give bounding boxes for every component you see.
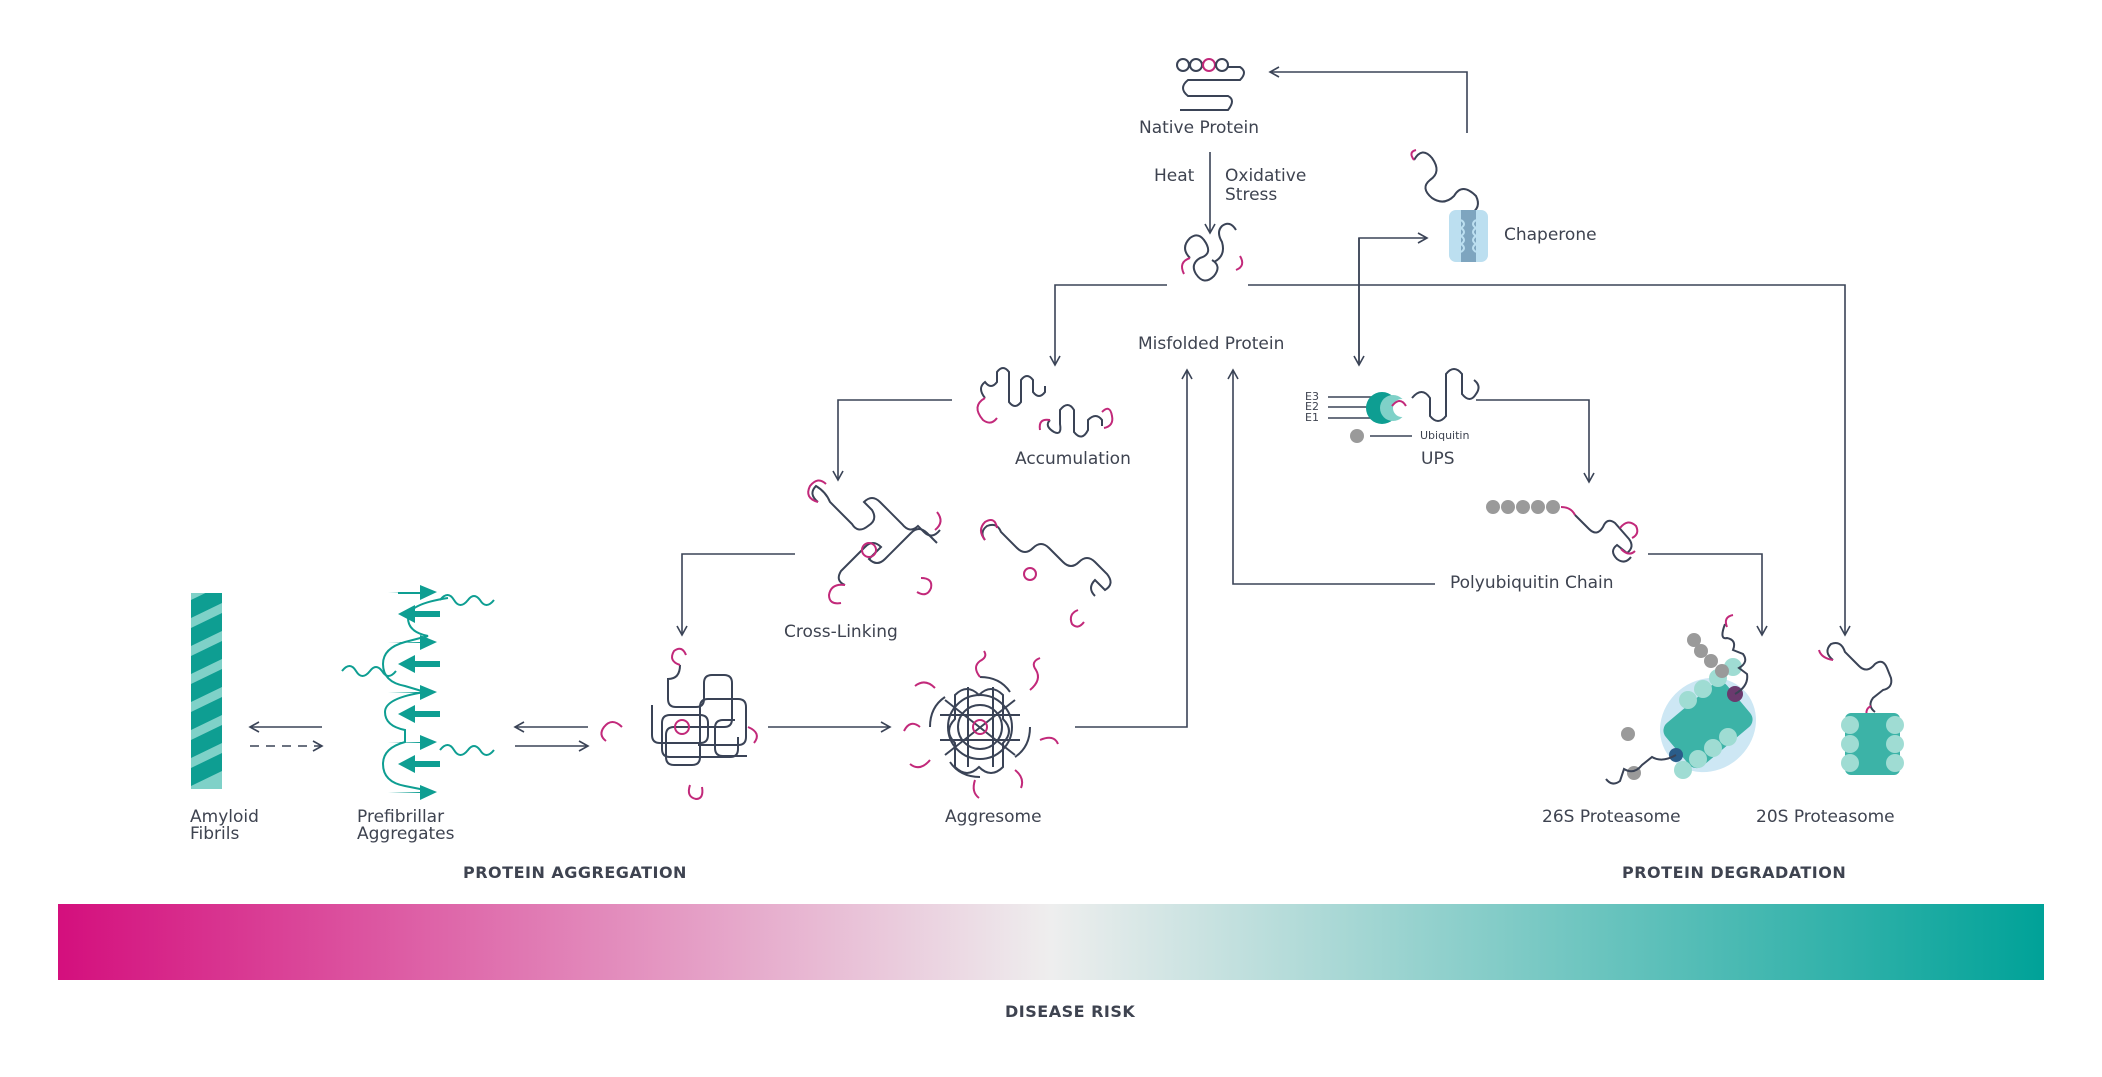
small-aggregate-icon — [600, 647, 758, 801]
ubiquitin-label: Ubiquitin — [1420, 429, 1470, 442]
prefibrillar-aggregates-icon — [341, 585, 495, 800]
prefibrillar-aggregates-label-line2: Aggregates — [357, 824, 455, 844]
native-protein-label: Native Protein — [1139, 118, 1260, 138]
e1-label: E1 — [1305, 411, 1319, 424]
polyubiquitin-chain-icon — [1486, 500, 1639, 563]
proteasome-26s-label: 26S Proteasome — [1542, 807, 1681, 827]
ups-icon — [1350, 368, 1480, 443]
e2-label: E2 — [1305, 400, 1319, 413]
aggresome-label: Aggresome — [945, 807, 1042, 827]
accumulation-icon — [976, 367, 1114, 438]
proteasome-20s-label: 20S Proteasome — [1756, 807, 1895, 827]
disease-risk-label: DISEASE RISK — [1005, 1002, 1136, 1021]
arrow-misfolded-to-accumulation — [1049, 284, 1167, 367]
polyubiquitin-chain-label: Polyubiquitin Chain — [1450, 573, 1614, 593]
protein-aggregation-heading: PROTEIN AGGREGATION — [463, 863, 687, 882]
arrow-polyubiquitin-to-26s — [1648, 553, 1768, 637]
disease-risk-gradient-bar — [58, 904, 2044, 980]
amyloid-fibrils-label-line1: Amyloid — [190, 807, 259, 827]
arrow-ups-to-polyubiquitin — [1476, 399, 1595, 484]
amyloid-fibrils-label-line2: Fibrils — [190, 824, 240, 844]
arrow-crosslinking-to-aggregate — [676, 553, 795, 637]
oxidative-stress-label-line2: Stress — [1225, 185, 1278, 205]
aggresome-tails — [903, 650, 1059, 799]
misfolded-protein-icon — [1181, 222, 1244, 282]
arrow-chaperone-to-native — [1268, 66, 1468, 133]
prefibrillar-aggregates-label-line1: Prefibrillar — [357, 807, 445, 827]
heat-label: Heat — [1154, 166, 1195, 186]
arrow-polyubiquitin-to-misfolded — [1227, 368, 1435, 585]
chaperone-label: Chaperone — [1504, 225, 1597, 245]
ups-label: UPS — [1421, 449, 1455, 469]
misfolded-chain-icon — [980, 519, 1112, 628]
oxidative-stress-label-line1: Oxidative — [1225, 166, 1307, 186]
cross-linking-icon — [807, 479, 942, 605]
arrow-accumulation-to-crosslinking — [832, 399, 952, 482]
arrow-chaperone-ups — [1358, 232, 1429, 362]
aggresome-icon — [929, 676, 1031, 778]
amyloid-fibrils-icon — [186, 580, 228, 802]
arrow-misfolded-to-20s — [1248, 284, 1851, 637]
protein-degradation-heading: PROTEIN DEGRADATION — [1622, 863, 1847, 882]
native-protein-icon — [1176, 58, 1245, 111]
proteasome-20s-icon — [1818, 642, 1904, 775]
proteasome-26s-icon — [1605, 614, 1756, 785]
cross-linking-label: Cross-Linking — [784, 622, 898, 642]
misfolded-protein-label: Misfolded Protein — [1138, 334, 1285, 354]
chaperone-icon — [1410, 149, 1488, 262]
accumulation-label: Accumulation — [1015, 449, 1131, 469]
arrow-aggresome-to-misfolded — [1075, 368, 1193, 728]
e3-label: E3 — [1305, 390, 1319, 403]
